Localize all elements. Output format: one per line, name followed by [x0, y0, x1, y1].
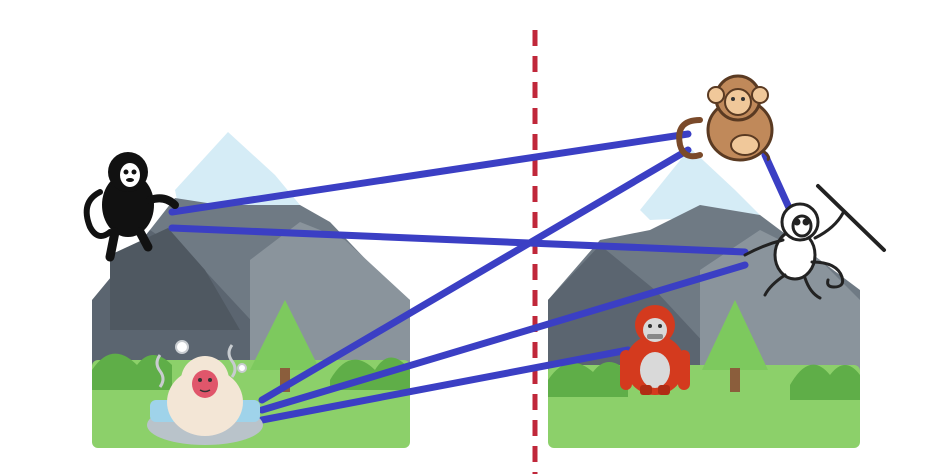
connection-macaque-to-spider-monkey — [258, 261, 749, 414]
connection-macaque-to-red-gorilla — [258, 346, 632, 424]
right-bush-left — [548, 362, 628, 397]
right-tree-trunk — [730, 368, 740, 392]
left-bush-left — [92, 353, 172, 390]
connection-black-monkey-to-spider-monkey — [168, 224, 749, 256]
brown-monkey-icon — [676, 74, 774, 162]
left-tree — [250, 300, 320, 370]
connection-macaque-to-brown-monkey — [258, 146, 692, 404]
red-gorilla-icon — [620, 305, 690, 395]
black-monkey-icon — [83, 152, 179, 262]
right-snow-peak — [640, 148, 760, 220]
right-bush-right — [790, 364, 860, 400]
right-tree — [702, 300, 768, 370]
right-scene — [548, 148, 860, 448]
japanese-macaque-hot-spring-icon — [147, 340, 263, 445]
spider-monkey-with-stick-icon — [743, 184, 886, 300]
connection-black-monkey-to-brown-monkey — [168, 130, 692, 216]
left-ridge — [110, 228, 240, 330]
connection-lines — [168, 130, 794, 424]
connection-brown-monkey-to-spider-monkey — [761, 151, 794, 214]
left-tree-trunk — [280, 368, 290, 392]
